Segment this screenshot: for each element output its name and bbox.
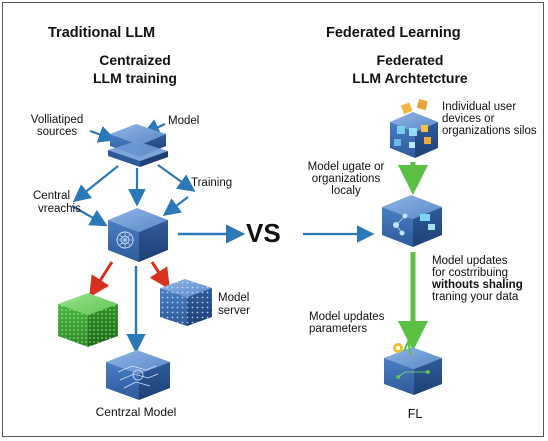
label-model-server-line1: Model (218, 292, 250, 304)
subtitle-federated-line1: Federated (376, 52, 444, 68)
central-model-cube (106, 350, 170, 400)
label-training: Training (191, 177, 233, 189)
green-data-cube (58, 293, 118, 347)
label-central-line1: Central (33, 190, 71, 202)
label-update-local: Model ugate or organizations localy (307, 161, 385, 197)
label-sources-line1: Volliatiped (30, 114, 84, 126)
label-updates-params: Model updates parameters (309, 311, 385, 335)
arrow-central-in-left (71, 205, 108, 227)
federated-model-cube (382, 195, 442, 247)
model-server-cube (160, 279, 212, 326)
label-devices: Individual user devices or organizations… (442, 101, 537, 137)
vs-label: VS (246, 218, 281, 248)
subtitle-centralized-line1: Centraized (99, 52, 171, 68)
arrow-stack-left (72, 165, 119, 203)
arrow-central-in-right (162, 196, 189, 216)
label-central-line2: vreachis (38, 203, 81, 215)
label-updates-contrib-line4: traning your data (432, 291, 519, 303)
header-federated: Federated Learning (326, 25, 461, 41)
label-fl: FL (407, 407, 423, 421)
label-model: Model (168, 115, 200, 127)
central-server-cube (108, 208, 168, 262)
arrow-stack-right (157, 164, 196, 192)
label-updates-contrib-line3: withouts shaling (432, 279, 523, 291)
arrow-red-left (89, 261, 114, 298)
fl-cube (384, 338, 442, 395)
label-updates-contrib-line1: Model updates (432, 255, 508, 267)
data-sources-cube (108, 124, 168, 167)
diagram-frame (2, 2, 544, 437)
label-model-server-line2: server (218, 305, 250, 317)
label-sources-line2: sources (36, 126, 78, 138)
label-central-model: Centrzal Model (95, 405, 177, 419)
arrow-red-right (149, 261, 170, 290)
subtitle-centralized-line2: LLM training (93, 70, 177, 86)
arrow-sources-in (89, 126, 117, 143)
label-updates-contrib-line2: for costrribuing (432, 267, 509, 279)
subtitle-federated-line2: LLM Archtetcture (352, 70, 468, 86)
header-traditional: Traditional LLM (48, 25, 156, 41)
user-devices-cluster (390, 99, 438, 158)
